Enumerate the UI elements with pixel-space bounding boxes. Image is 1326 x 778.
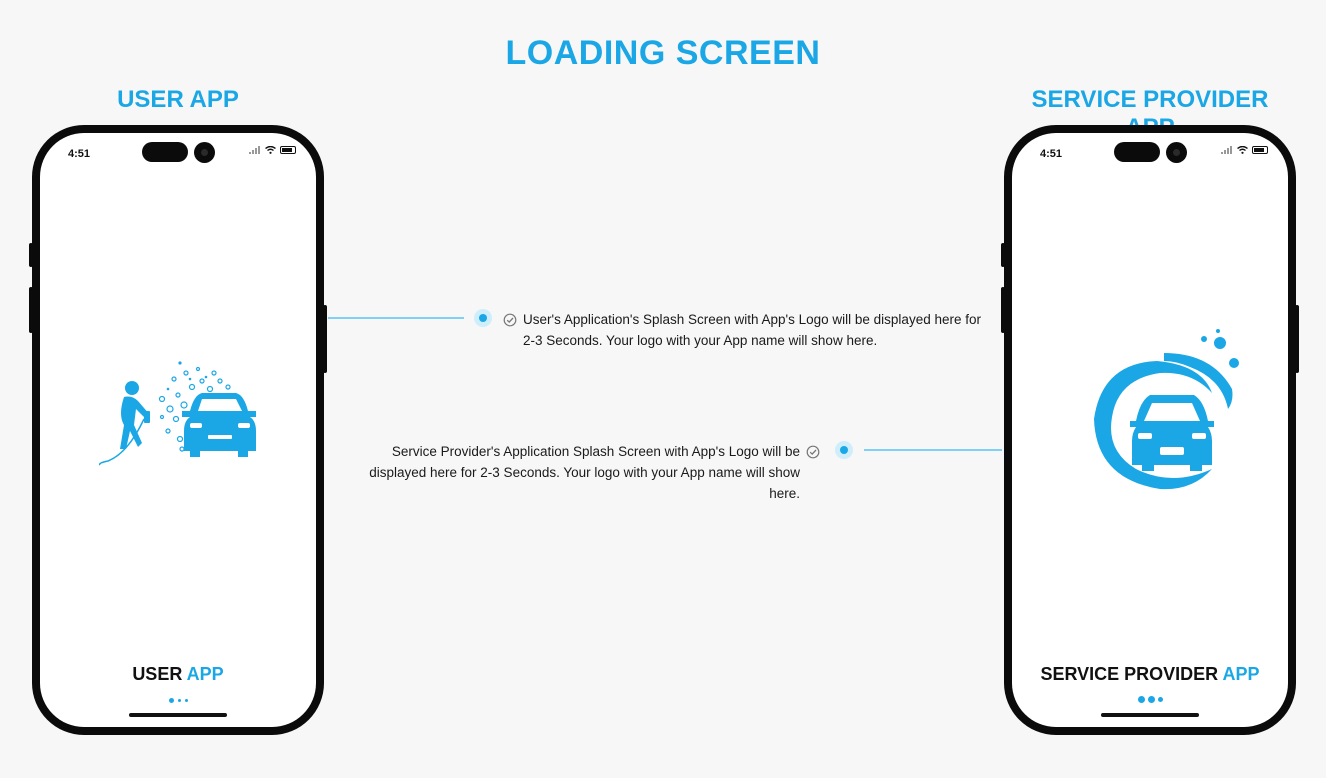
status-icons — [1221, 146, 1268, 154]
dynamic-island — [1114, 142, 1160, 162]
check-circle-icon — [503, 313, 517, 327]
page-title: LOADING SCREEN — [505, 34, 821, 72]
loading-dots — [40, 698, 316, 703]
power-button — [1295, 305, 1299, 373]
app-name-primary: USER — [132, 664, 183, 684]
loading-dot — [168, 698, 174, 703]
app-name-accent: APP — [186, 664, 224, 684]
user-app-heading: USER APP — [117, 86, 239, 113]
user-app-phone: 4:51 — [29, 125, 327, 735]
check-circle-icon — [806, 445, 820, 459]
camera — [194, 142, 215, 163]
status-time: 4:51 — [1040, 148, 1063, 160]
dynamic-island — [142, 142, 188, 162]
volume-button — [29, 287, 33, 333]
camera — [1166, 142, 1187, 163]
volume-button — [1001, 287, 1005, 333]
user-app-name: USER APP — [40, 664, 316, 685]
app-name-primary: SERVICE PROVIDER — [1040, 664, 1219, 684]
status-icons — [249, 146, 296, 154]
power-button — [323, 305, 327, 373]
provider-app-name: SERVICE PROVIDER APP — [1012, 664, 1288, 685]
app-name-accent: APP — [1222, 664, 1260, 684]
home-indicator — [129, 713, 227, 717]
battery-icon — [1252, 146, 1268, 154]
connector-node — [474, 309, 492, 327]
loading-dot — [1157, 697, 1163, 702]
loading-dot — [184, 699, 188, 702]
wifi-icon — [1237, 146, 1248, 154]
wifi-icon — [265, 146, 276, 154]
loading-dots — [1012, 696, 1288, 703]
provider-app-screen: 4:51 — [1012, 133, 1288, 727]
user-app-connector — [328, 317, 464, 319]
provider-app-phone: 4:51 — [1001, 125, 1299, 735]
user-app-note: User's Application's Splash Screen with … — [523, 312, 981, 348]
home-indicator — [1101, 713, 1199, 717]
battery-icon — [280, 146, 296, 154]
car-wash-person-icon — [98, 361, 256, 466]
signal-icon — [1221, 146, 1232, 154]
mute-switch — [1001, 243, 1005, 267]
loading-dot — [177, 699, 181, 702]
provider-app-connector — [864, 449, 1002, 451]
user-app-screen: 4:51 — [40, 133, 316, 727]
provider-app-note: Service Provider's Application Splash Sc… — [369, 444, 800, 501]
loading-dot — [1147, 696, 1155, 703]
status-time: 4:51 — [68, 148, 91, 160]
mute-switch — [29, 243, 33, 267]
loading-dot — [1137, 696, 1145, 703]
connector-node — [835, 441, 853, 459]
car-wash-swoosh-icon — [1094, 329, 1239, 490]
signal-icon — [249, 146, 260, 154]
